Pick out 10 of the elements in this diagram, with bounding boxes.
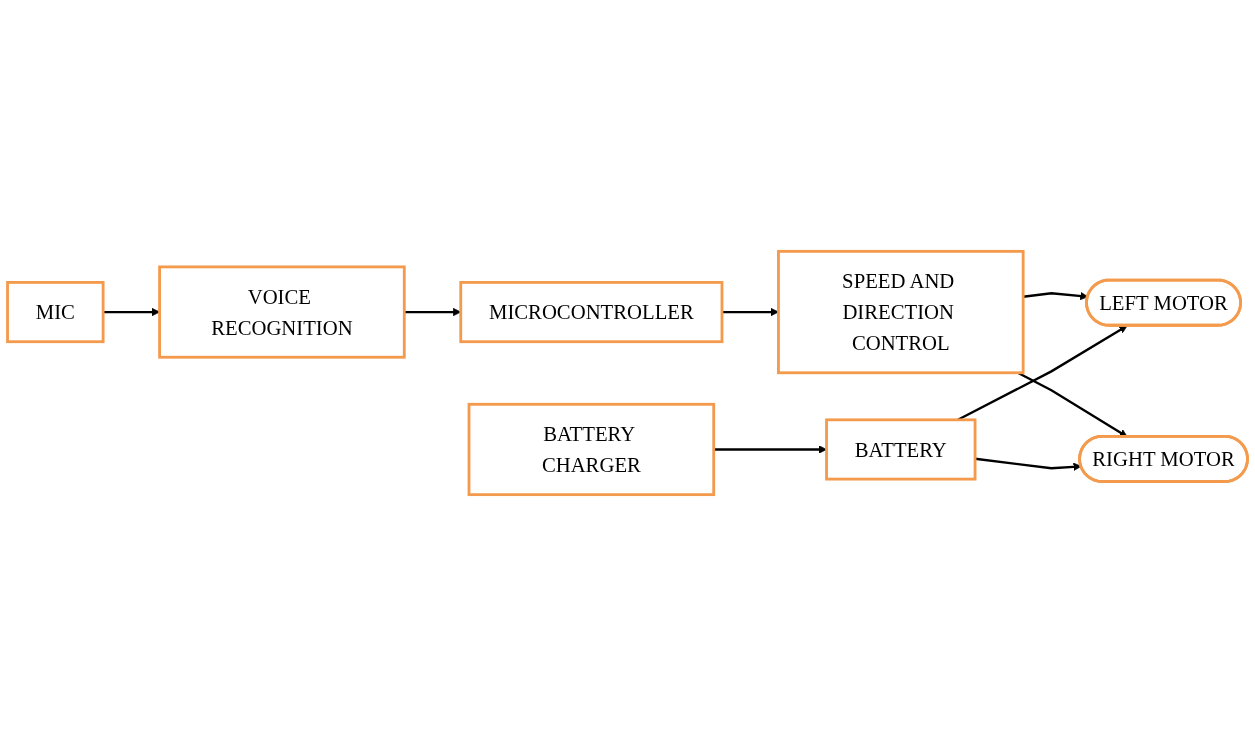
node-box: MICROCONTROLLER — [459, 281, 724, 344]
arrow — [1023, 291, 1089, 301]
node-box: MIC — [6, 281, 105, 344]
arrow — [103, 307, 160, 317]
node-box: SPEED AND DIRECTION CONTROL — [777, 249, 1025, 375]
node-box: BATTERY — [825, 418, 977, 481]
node-box: VOICE RECOGNITION — [158, 265, 406, 359]
arrow — [713, 445, 827, 454]
node-box: BATTERY CHARGER — [467, 402, 716, 497]
arrow — [722, 307, 779, 317]
